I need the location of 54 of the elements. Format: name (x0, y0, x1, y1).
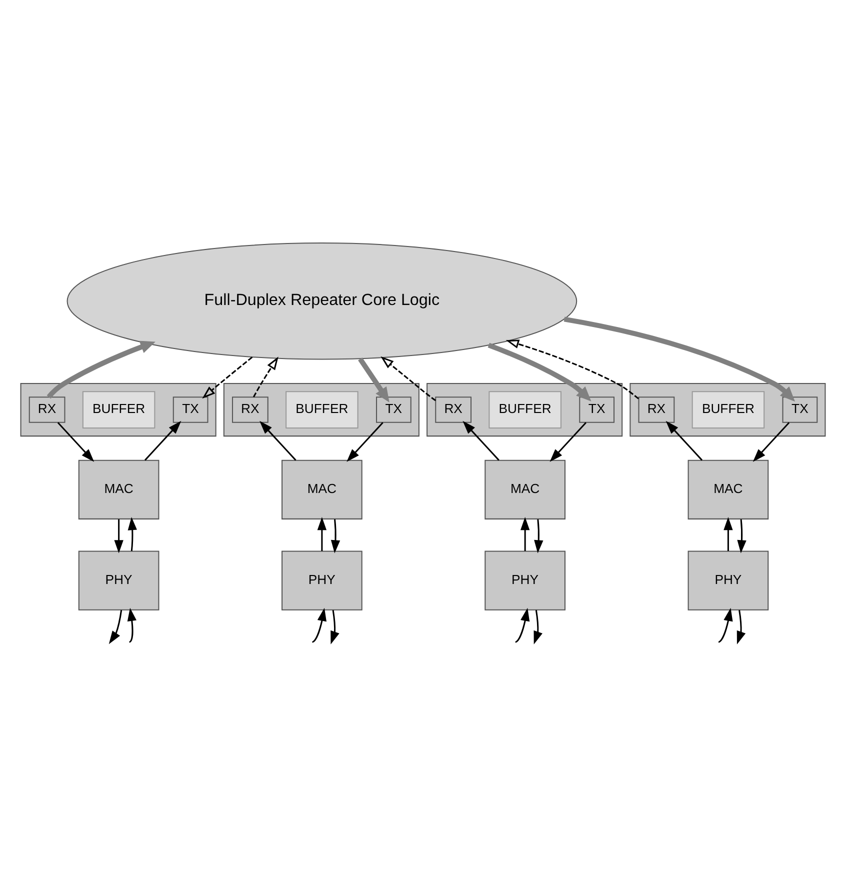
arrow (128, 516, 137, 552)
cluster (426, 383, 623, 437)
arrow (534, 610, 542, 644)
arrow (488, 342, 592, 402)
arrow (550, 422, 586, 462)
node-box: TX (782, 396, 818, 423)
node-box: MAC (484, 460, 566, 520)
node-box: PHY (78, 550, 160, 610)
arrow (724, 516, 733, 551)
arrow (202, 356, 253, 399)
node-box: BUFFER (82, 391, 156, 428)
node-box: PHY (282, 550, 362, 610)
arrow (330, 610, 340, 644)
arrow (736, 610, 746, 644)
cluster (630, 383, 826, 437)
node-box: PHY (688, 550, 769, 610)
node-ellipse: Full-Duplex Repeater Core Logic (66, 242, 578, 360)
node-box: BUFFER (488, 391, 562, 428)
arrow (127, 608, 136, 643)
node-box: RX (232, 396, 268, 423)
node-box: MAC (78, 460, 160, 520)
node-box: MAC (282, 460, 362, 520)
node-box: PHY (484, 550, 566, 610)
arrow (737, 519, 746, 554)
arrow (346, 422, 384, 462)
node-box: TX (376, 396, 412, 423)
node-box: RX (435, 396, 472, 423)
arrow (515, 608, 530, 643)
arrow (57, 422, 94, 462)
arrow (564, 316, 796, 402)
cluster (223, 383, 420, 437)
arrow (380, 356, 436, 402)
arrow (144, 420, 182, 461)
arrow (506, 340, 639, 400)
arrow (752, 422, 790, 462)
arrow (108, 610, 122, 644)
node-box: BUFFER (692, 391, 765, 428)
arrow (520, 516, 530, 551)
arrow (312, 608, 326, 643)
arrow (462, 420, 500, 461)
arrow (534, 519, 544, 554)
node-box: MAC (688, 460, 769, 520)
arrow (114, 519, 124, 554)
node-box: TX (579, 396, 614, 423)
node-box: BUFFER (286, 391, 358, 428)
arrow (317, 516, 327, 551)
arrow (666, 420, 703, 461)
node-box: RX (638, 396, 675, 423)
node-box: RX (28, 396, 66, 423)
node-box: TX (172, 396, 208, 423)
arrow (358, 358, 390, 402)
arrow (330, 519, 340, 554)
arrow (718, 608, 733, 643)
arrow (260, 420, 296, 461)
